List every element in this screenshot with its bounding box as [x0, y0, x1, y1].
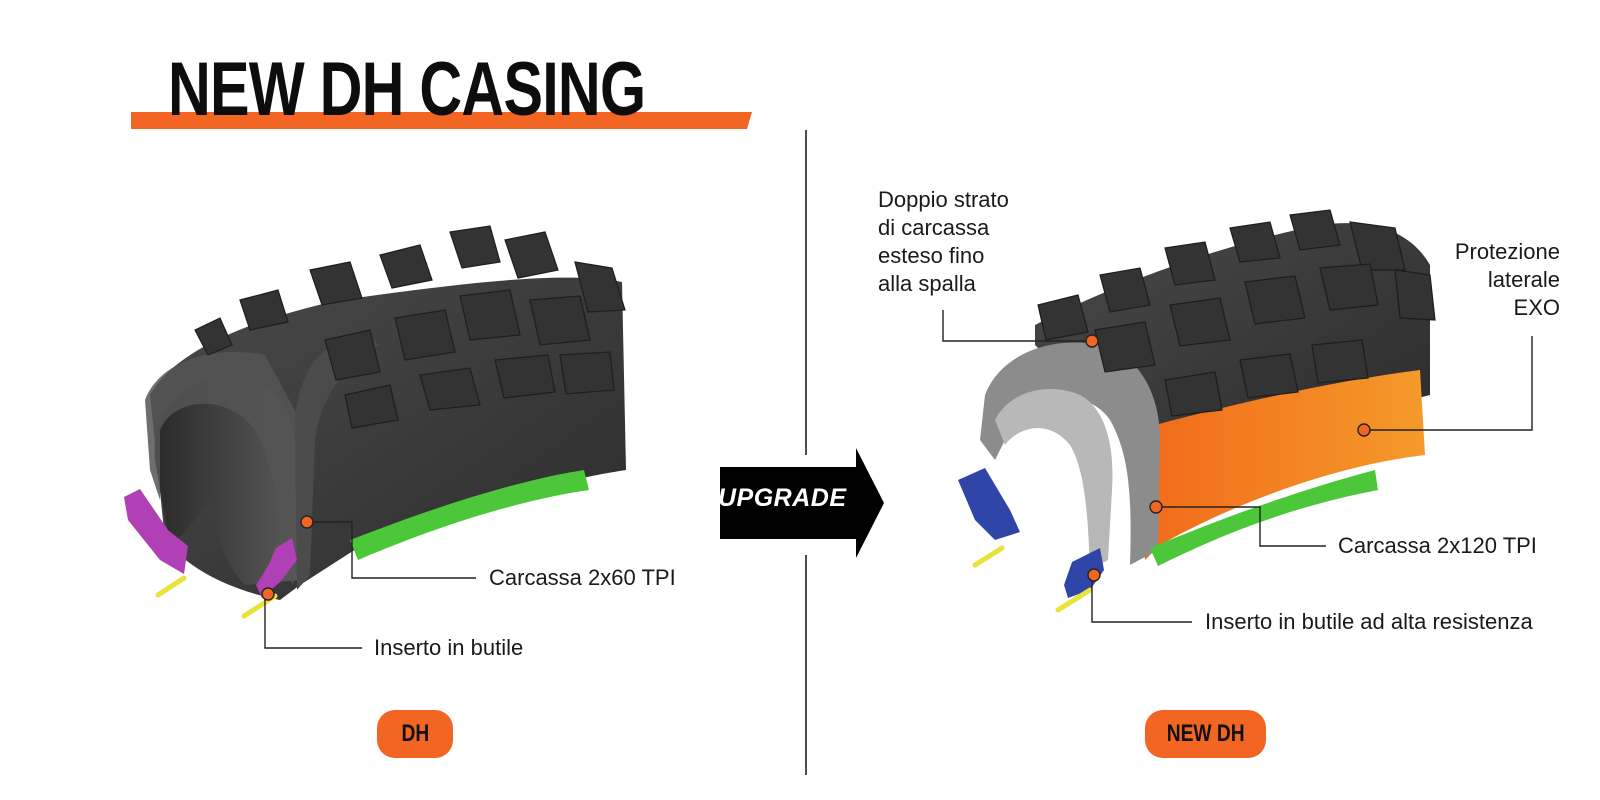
- callout-dot: [261, 587, 275, 601]
- callout-dot: [300, 515, 314, 529]
- new-dh-badge-label: NEW DH: [1166, 720, 1245, 747]
- label-new-dh-casing: Carcassa 2x120 TPI: [1338, 533, 1537, 558]
- callout-dot: [1087, 568, 1101, 582]
- dh-badge-label: DH: [401, 720, 429, 747]
- label-exo-line: EXO: [1513, 295, 1560, 320]
- label-double-ply-line: Doppio strato: [878, 187, 1009, 212]
- upgrade-label: UPGRADE: [718, 484, 847, 512]
- label-exo-line: Protezione: [1454, 239, 1560, 264]
- callout-dot: [1149, 500, 1163, 514]
- callout-dot: [1085, 334, 1099, 348]
- label-double-ply-line: alla spalla: [878, 271, 976, 296]
- label-new-dh-insert: Inserto in butile ad alta resistenza: [1205, 609, 1533, 634]
- page-title: NEW DH CASING: [168, 47, 646, 132]
- callout-dot: [1357, 423, 1371, 437]
- label-exo: Protezione laterale EXO: [1400, 238, 1560, 322]
- label-dh-insert: Inserto in butile: [374, 635, 524, 660]
- new-dh-badge: NEW DH: [1145, 710, 1266, 758]
- label-double-ply: Doppio strato di carcassa esteso fino al…: [878, 186, 1009, 298]
- label-double-ply-line: di carcassa: [878, 215, 990, 240]
- label-double-ply-line: esteso fino: [878, 243, 985, 268]
- label-dh-casing: Carcassa 2x60 TPI: [489, 565, 676, 590]
- dh-badge: DH: [377, 710, 453, 758]
- dh-tire-illustration: [124, 225, 626, 619]
- label-exo-line: laterale: [1487, 267, 1560, 292]
